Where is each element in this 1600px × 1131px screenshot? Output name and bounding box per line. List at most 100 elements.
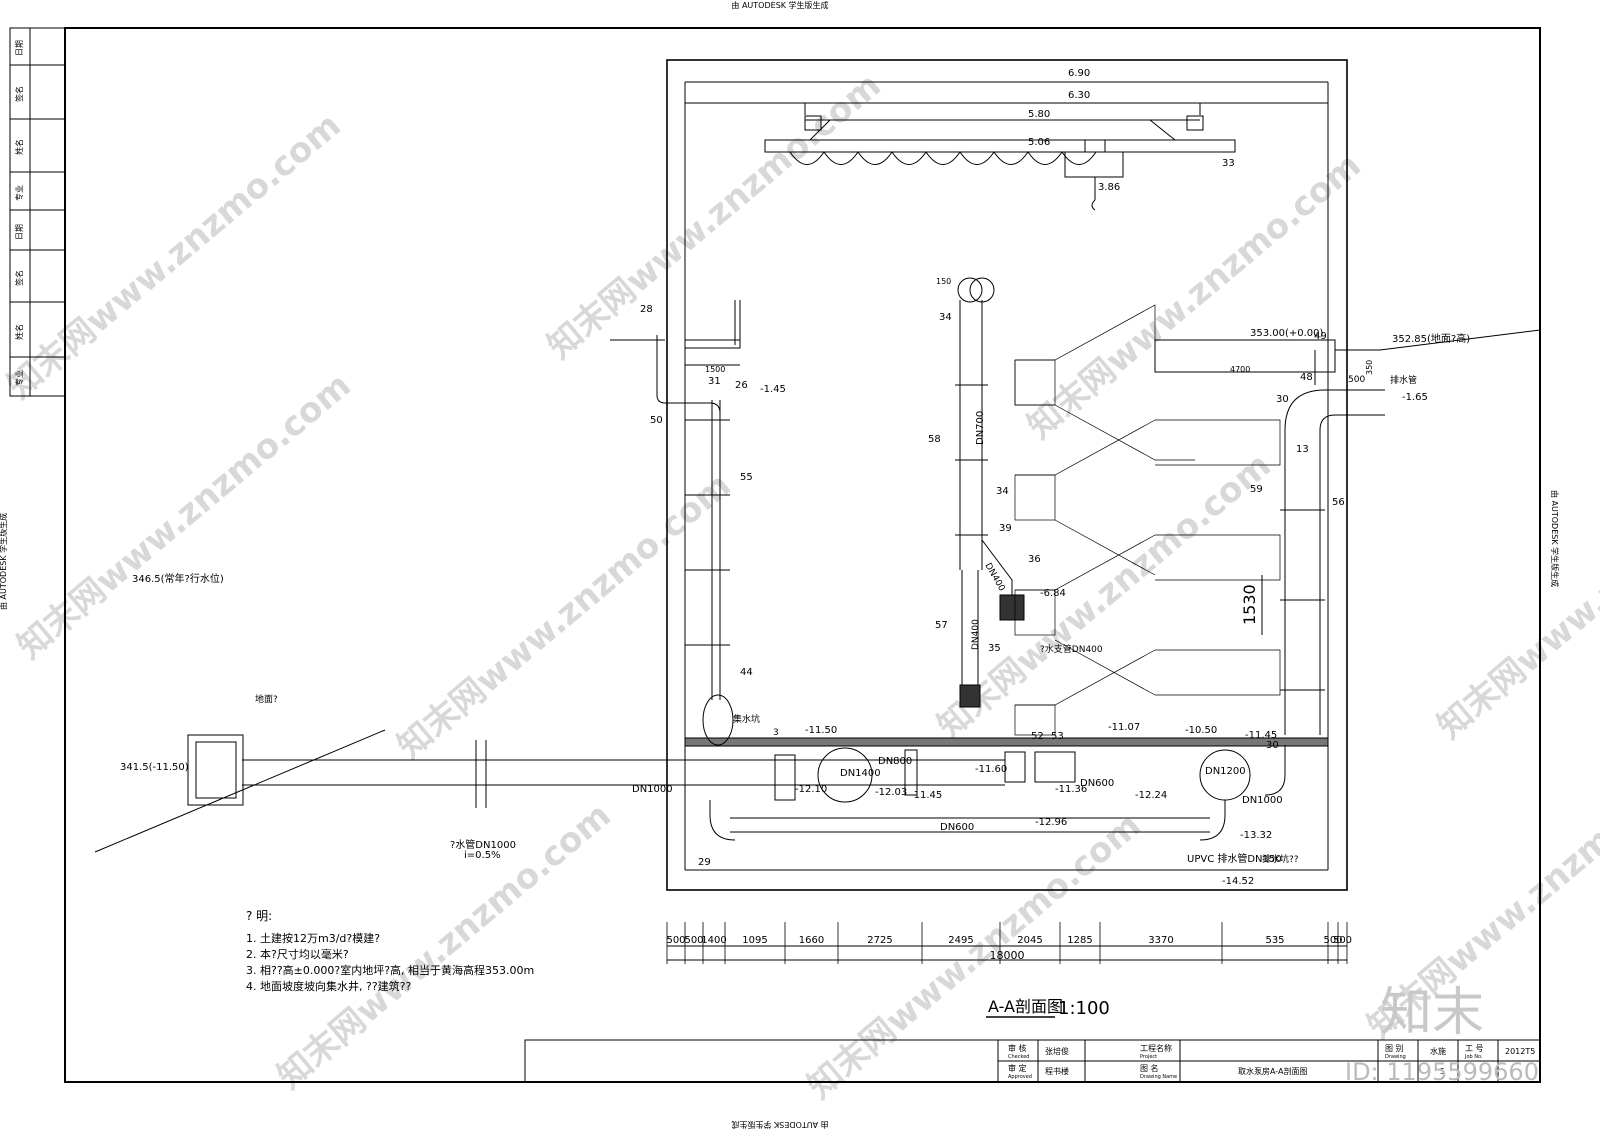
elev-353: 353.00(+0.00)	[1250, 328, 1324, 339]
elev-m1107: -11.07	[1108, 722, 1140, 733]
label-dn600a: DN600	[1080, 778, 1114, 789]
svg-text:Drawing Name: Drawing Name	[1140, 1074, 1177, 1080]
left-strip	[9, 27, 66, 397]
callout-57: 57	[935, 620, 948, 631]
callout-58: 58	[928, 434, 941, 445]
label-dn1200: DN1200	[1205, 766, 1246, 777]
notes: ? 明: 1. 土建按12万m3/d?模建? 2. 本?尺寸均以毫米? 3. 相…	[246, 909, 534, 993]
elev-506: 5.06	[1028, 137, 1050, 148]
label-ground: 地面?	[255, 693, 278, 705]
label-1530: 1530	[1240, 584, 1259, 625]
elev-35285: 352.85(地面?高)	[1392, 332, 1470, 345]
svg-text:Job No.: Job No.	[1464, 1054, 1483, 1060]
elev-m145: -1.45	[760, 384, 786, 395]
strip-label: 专业	[14, 370, 24, 386]
elev-m165: -1.65	[1402, 392, 1428, 403]
autodesk-right: 由 AUTODESK 学生版生成	[1550, 490, 1560, 587]
label-pump-pit: 排水坑??	[1262, 853, 1299, 865]
pump-house-structure	[94, 59, 1541, 891]
watermark: 知末网www.znzmo.com	[10, 365, 359, 667]
label-dn400b: DN400	[971, 619, 981, 650]
callout-31: 31	[708, 376, 721, 387]
autodesk-top: 由 AUTODESK 学生版生成	[731, 0, 828, 10]
label-dn1000: DN1000	[632, 784, 673, 795]
callout-50: 50	[650, 415, 663, 426]
dim-segment: 500	[684, 935, 703, 946]
callout-44: 44	[740, 667, 753, 678]
svg-text:2012T5: 2012T5	[1505, 1047, 1535, 1056]
strip-label: 日期	[15, 224, 24, 240]
label-dn400a: DN400	[982, 562, 1006, 594]
callout-13: 13	[1296, 444, 1309, 455]
elev-m1224: -12.24	[1135, 790, 1167, 801]
watermark: 知末网www.znzmo.com	[270, 795, 619, 1097]
elev-580: 5.80	[1028, 109, 1050, 120]
elev-m1145: -11.45	[1245, 730, 1277, 741]
label-33: 33	[1222, 158, 1235, 169]
id-badge: ID: 1195599660	[1345, 1058, 1539, 1086]
autodesk-left: 由 AUTODESK 学生版生成	[0, 513, 8, 610]
callout-55: 55	[740, 472, 753, 483]
callout-34: 34	[996, 486, 1009, 497]
callout-28: 28	[640, 304, 653, 315]
elev-m1145b: -11.45	[910, 790, 942, 801]
note-1: 1. 土建按12万m3/d?模建?	[246, 931, 380, 945]
elev-m1203: -12.03	[875, 787, 907, 798]
label-4700: 4700	[1230, 365, 1250, 374]
label-500: 500	[1348, 375, 1365, 385]
dim-segment: 1095	[742, 935, 767, 946]
label-150: 150	[936, 277, 951, 286]
dim-segment: 2045	[1017, 935, 1042, 946]
note-2: 2. 本?尺寸均以毫米?	[246, 947, 349, 961]
watermark: 知末网www.znzmo.com	[1020, 145, 1369, 447]
strip-label: 日期	[15, 40, 24, 56]
elev-m1452: -14.52	[1222, 876, 1254, 887]
elev-630: 6.30	[1068, 90, 1090, 101]
elev-m1296: -12.96	[1035, 817, 1067, 828]
svg-text:工 号: 工 号	[1465, 1044, 1484, 1053]
callout-35: 35	[988, 643, 1001, 654]
label-upvc: UPVC 排水管DN150	[1187, 852, 1282, 865]
callout-30: 30	[1266, 740, 1279, 751]
dim-segment: 1285	[1067, 935, 1092, 946]
title-block	[524, 1039, 1541, 1083]
svg-text:Approved: Approved	[1008, 1074, 1032, 1080]
callout-34: 34	[939, 312, 952, 323]
elev-m1136: -11.36	[1055, 784, 1087, 795]
svg-text:5: 5	[1440, 1067, 1445, 1076]
svg-text:工程名称: 工程名称	[1140, 1043, 1172, 1053]
strip-label: 专业	[14, 185, 24, 201]
elev-m1150: -11.50	[805, 725, 837, 736]
logo: 知末	[1380, 983, 1484, 1043]
callout-52: 52	[1031, 731, 1044, 742]
label-supply: ?水支管DN400	[1040, 643, 1103, 655]
callout-48: 48	[1300, 372, 1313, 383]
elev-m1210: -12.10	[795, 784, 827, 795]
strip-label: 姓名	[14, 324, 24, 340]
elev-m1332: -13.32	[1240, 830, 1272, 841]
drawing-scale: 1:100	[1058, 998, 1110, 1019]
elev-m1160: -11.60	[975, 764, 1007, 775]
watermark: 知末网www.znzmo.com	[1430, 445, 1600, 747]
note-3: 3. 相??高±0.000?室内地坪?高, 相当于黄海高程353.00m	[246, 963, 534, 977]
annotations: 6.90 6.30 5.80 5.06 3.86 33 353.00(+0.00…	[120, 68, 1470, 887]
elev-3415: 341.5(-11.50)	[120, 762, 189, 773]
dim-segment: 2725	[867, 935, 892, 946]
strip-label: 姓名	[14, 139, 24, 155]
dim-segment: 535	[1265, 935, 1284, 946]
watermark: 知末网www.znzmo.com	[800, 805, 1149, 1107]
label-dn1000b: DN1000	[1242, 795, 1283, 806]
strip-label: 签名	[14, 86, 24, 102]
label-dn1400: DN1400	[840, 768, 881, 779]
callout-56: 56	[1332, 497, 1345, 508]
strip-label: 签名	[14, 270, 24, 286]
watermark-layer: 知末网www.znzmo.com 知末网www.znzmo.com 知末网www…	[0, 65, 1600, 1107]
autodesk-bottom: 由 AUTODESK 学生版生成	[731, 1120, 828, 1130]
elev-m684: -6.84	[1040, 588, 1066, 599]
label-dn600b: DN600	[940, 822, 974, 833]
callout-26: 26	[735, 380, 748, 391]
